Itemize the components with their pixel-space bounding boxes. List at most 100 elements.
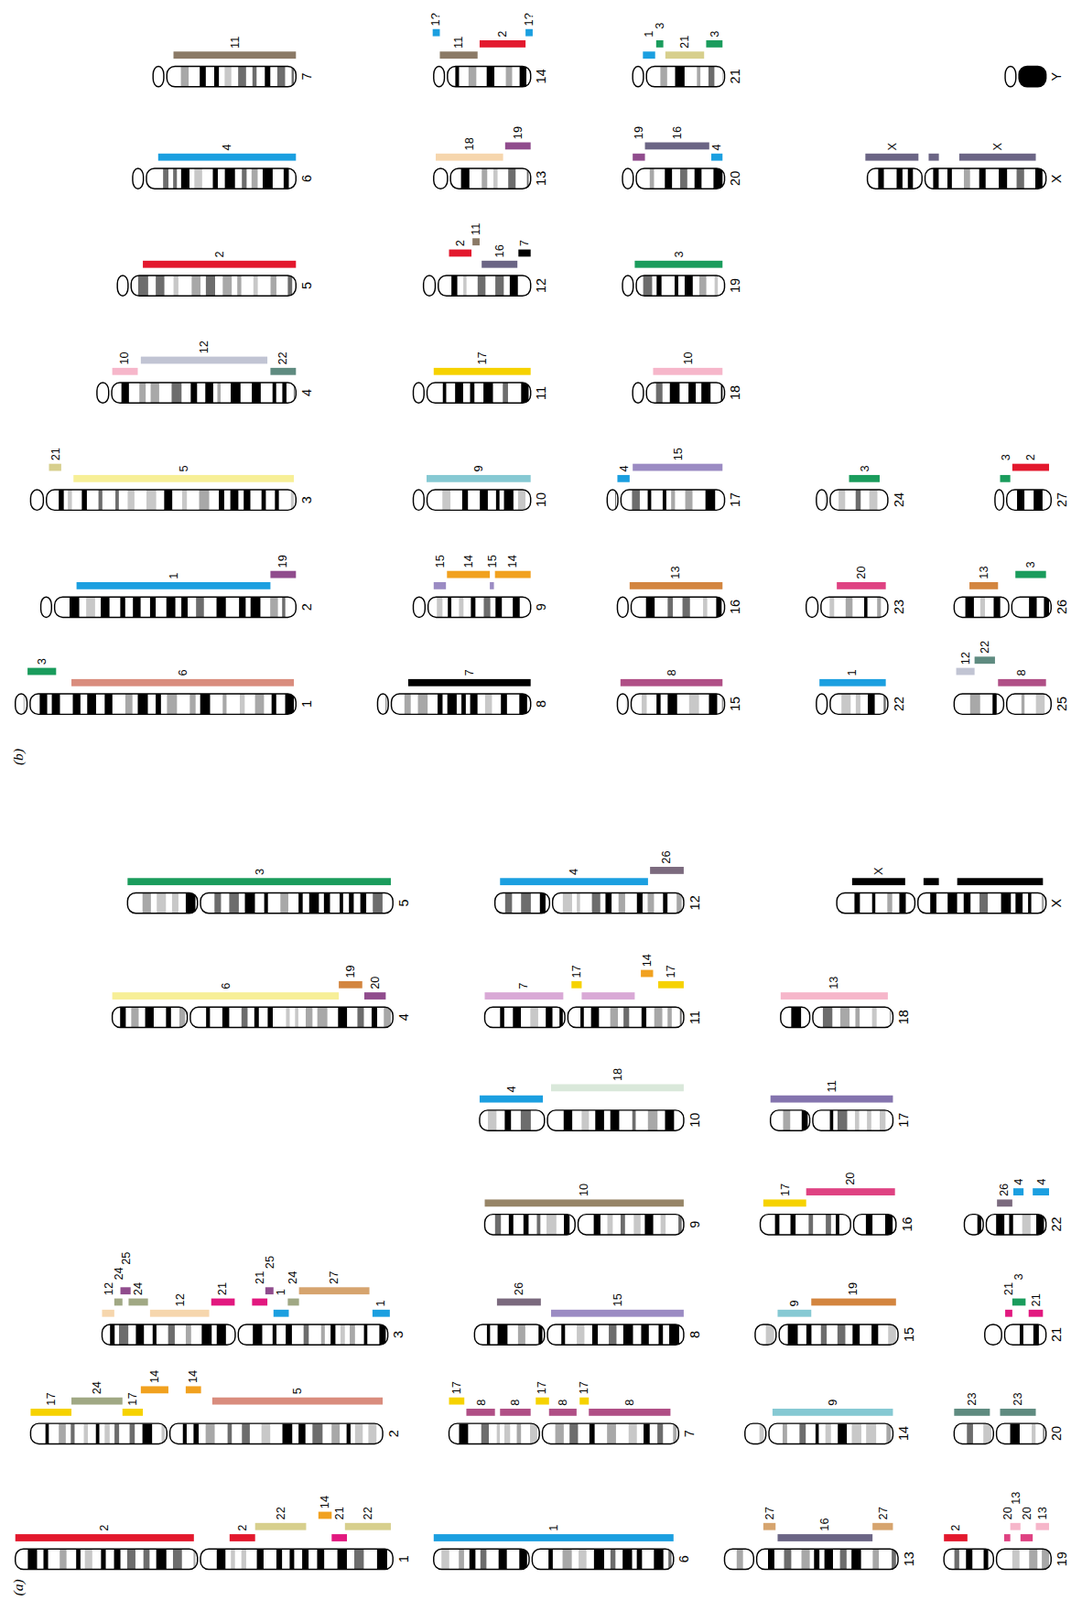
chromosome-band <box>623 1006 629 1028</box>
painted-segment <box>579 1397 589 1406</box>
painted-segment <box>287 1298 299 1307</box>
chromosome-band <box>298 1423 306 1444</box>
chromosome-band <box>447 596 452 617</box>
segment-label: 13 <box>976 565 990 579</box>
chromosome-band <box>451 275 457 296</box>
band-group <box>1005 65 1047 87</box>
chromosome-band <box>261 489 267 510</box>
chromosome-band <box>871 1324 878 1345</box>
chromosome-ideogram <box>449 1397 680 1445</box>
chromosome-band <box>576 1324 585 1345</box>
chromosome-band <box>86 596 96 617</box>
chromosome-number: 10 <box>533 492 550 508</box>
chromosome-band <box>367 1423 377 1444</box>
chromosome-band <box>254 1006 260 1028</box>
segment-label: 23 <box>965 1392 979 1406</box>
chromosome-outline <box>830 489 888 510</box>
chromosome-ideogram <box>943 1523 1051 1570</box>
chromosome-band <box>688 382 696 403</box>
chromosome-outline <box>622 275 634 296</box>
painted-segment <box>772 1408 894 1417</box>
segment-label: 6 <box>175 669 189 676</box>
chromosome-band <box>662 489 667 510</box>
chromosome-band <box>243 489 250 510</box>
chromosome-outline <box>127 892 197 913</box>
chromosome-ideogram <box>1005 65 1047 87</box>
segment-label: 12 <box>958 651 972 665</box>
chromosome-outline <box>97 382 109 403</box>
chromosome-band <box>984 1548 989 1569</box>
chromosome-band <box>337 1006 347 1028</box>
chromosome-band <box>272 1324 277 1345</box>
segment-label: 10 <box>118 351 131 365</box>
chromosome-band <box>546 1214 557 1235</box>
painted-segment <box>318 1512 332 1520</box>
chromosome-band <box>867 693 876 715</box>
segment-label: 1 <box>547 1525 561 1532</box>
painted-segment <box>640 970 653 978</box>
chromosome-band <box>257 1548 264 1569</box>
chromosome-band <box>84 1423 88 1444</box>
segment-label: 17 <box>535 1381 549 1395</box>
chromosome-band <box>713 168 723 189</box>
chromosome-band <box>1018 65 1047 87</box>
chromosome-ground <box>816 489 888 510</box>
chromosome-band <box>114 1423 120 1444</box>
chromosome-band <box>674 65 684 87</box>
chromosome-band <box>230 1548 235 1569</box>
painted-segment <box>969 582 998 590</box>
painted-segment <box>1036 1523 1050 1531</box>
chromosome-number: 21 <box>1049 1327 1065 1342</box>
chromosome-band <box>294 1006 299 1028</box>
chromosome-band <box>241 1006 249 1028</box>
chromosome-band <box>195 596 205 617</box>
painted-segment <box>1000 1408 1037 1417</box>
chromosome-band <box>193 1423 199 1444</box>
chromosome-outline <box>428 596 531 617</box>
band-group <box>423 275 531 296</box>
chromosome-ground <box>127 892 393 913</box>
segment-label: 11 <box>469 223 483 236</box>
segment-label: 17 <box>450 1381 464 1395</box>
chromosome-band <box>637 1548 643 1569</box>
chromosome-band <box>877 168 884 189</box>
chromosome-band <box>285 1324 293 1345</box>
segment-label: 20 <box>854 565 868 579</box>
chromosome-ground <box>485 1006 684 1028</box>
chromosome-band <box>660 65 667 87</box>
chromosome-band <box>281 382 287 403</box>
chromosome-outline <box>622 168 634 189</box>
painted-segment <box>345 1523 391 1531</box>
chromosome-band <box>216 382 221 403</box>
chromosome-band <box>463 275 466 296</box>
chromosome-outline <box>953 1423 994 1444</box>
chromosome-band <box>495 1214 501 1235</box>
band-group <box>41 596 297 617</box>
chromosome-outline <box>770 1110 811 1131</box>
chromosome-number: 10 <box>686 1113 703 1128</box>
segment-label: 8 <box>508 1398 522 1406</box>
painted-segment <box>140 1385 169 1394</box>
chromosome-outline <box>412 489 424 510</box>
segment-label: 11 <box>452 36 466 49</box>
chromosome-band <box>512 596 520 617</box>
chromosome-band <box>479 489 488 510</box>
chromosome-band <box>640 1324 649 1345</box>
chromosome-band <box>1036 1214 1044 1235</box>
chromosome-band <box>483 382 493 403</box>
chromosome-band <box>660 1214 666 1235</box>
segment-label: 2 <box>97 1525 111 1532</box>
chromosome-ideogram <box>432 29 533 87</box>
chromosome-band <box>696 65 701 87</box>
chromosome-band <box>822 1006 833 1028</box>
chromosome-band <box>662 892 668 913</box>
segment-label: 13 <box>1008 1492 1022 1505</box>
chromosome-band <box>705 489 716 510</box>
chromosome-band <box>480 1548 487 1569</box>
painted-segment <box>338 981 363 989</box>
segment-label: 13 <box>1036 1506 1050 1520</box>
chromosome-outline <box>447 65 531 87</box>
chromosome-band <box>493 168 498 189</box>
chromosome-band <box>251 382 261 403</box>
painted-segment <box>433 367 531 376</box>
